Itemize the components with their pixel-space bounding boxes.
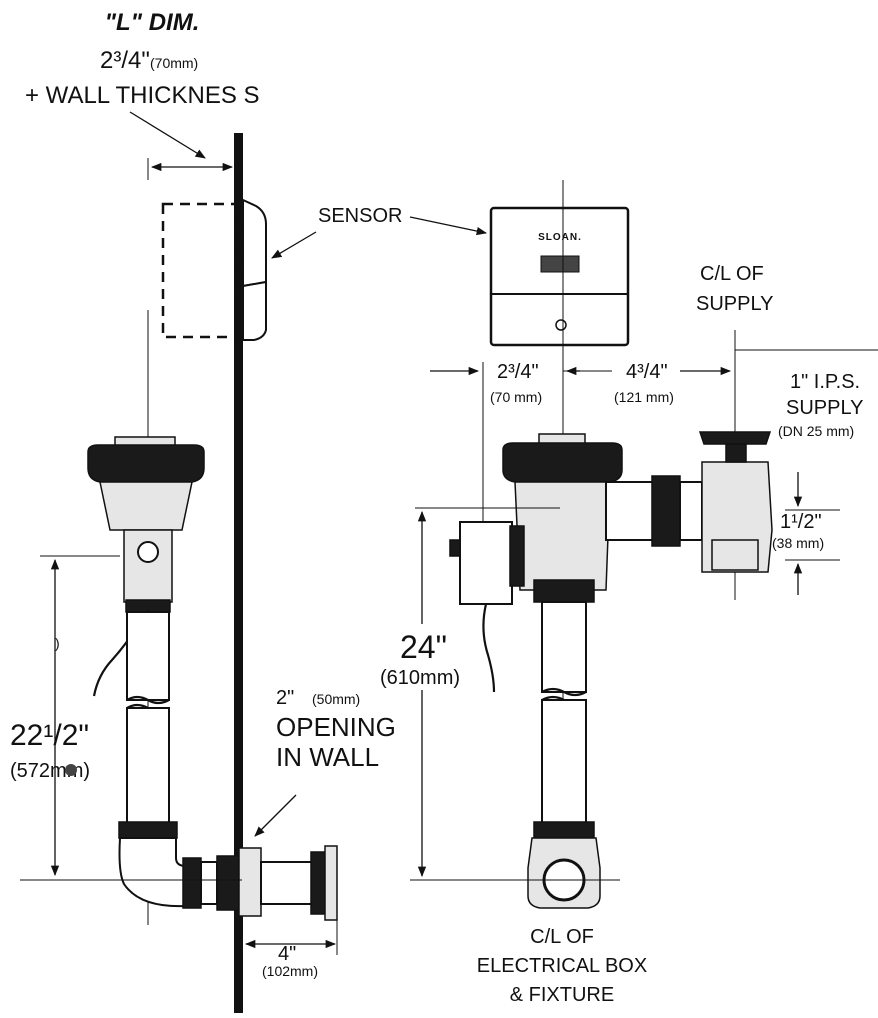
control-stop-nut <box>651 475 681 547</box>
pipe-seg-2 <box>260 861 314 905</box>
handwheel <box>698 431 772 445</box>
control-stop-base <box>711 539 759 571</box>
control-stop-coupler <box>679 481 703 541</box>
dot-mark <box>65 764 77 776</box>
front-wire <box>482 603 496 693</box>
ldim-value: 2³/4" <box>100 47 150 74</box>
valve-body <box>99 481 193 531</box>
elbow-nut <box>118 821 178 839</box>
front-tube-break-1 <box>541 687 587 697</box>
dim-234-mm: (70 mm) <box>490 389 542 405</box>
nut-1 <box>182 857 202 909</box>
front-tube-upper <box>541 601 587 693</box>
dim-112-mm: (38 mm) <box>772 535 824 551</box>
front-valve-body <box>514 481 611 591</box>
solenoid-housing <box>123 529 173 603</box>
ips-label-1: 1" I.P.S. <box>790 371 860 393</box>
sensor-faceplate <box>489 206 630 347</box>
cl-box-3: & FIXTURE <box>510 984 614 1006</box>
sensor-leader-side <box>271 231 317 259</box>
dim-234-label: 2³/4" <box>497 361 539 383</box>
sensor-label: SENSOR <box>318 205 402 227</box>
opening-leader <box>254 794 297 837</box>
front-solenoid <box>459 521 513 605</box>
dim-4-label: 4" <box>278 943 296 965</box>
nut-3 <box>310 851 326 915</box>
opening-label-2: IN WALL <box>276 742 379 772</box>
ldim-leader <box>129 111 206 159</box>
sensor-side-upper <box>242 198 267 288</box>
opening-mm: (50mm) <box>312 691 360 707</box>
valve-cover <box>87 444 205 483</box>
opening-dim: 2" <box>276 687 294 709</box>
dim-434-label: 4³/4" <box>626 361 668 383</box>
ips-label-2: SUPPLY <box>786 397 863 419</box>
dim-24-label: 24" <box>400 629 447 665</box>
cl-supply-2: SUPPLY <box>696 293 773 315</box>
front-solenoid-nut <box>509 525 525 587</box>
spud-flange <box>324 845 338 921</box>
dim-2212-mm: (572mm) <box>10 760 90 782</box>
elbow <box>118 837 187 908</box>
solenoid-connector <box>137 541 159 563</box>
ldim-title: "L" DIM. <box>105 9 200 36</box>
nut-2 <box>216 855 240 911</box>
front-view: SLOAN. SENSOR C/L OF SUPPLY 2³/4" (70 mm… <box>318 180 878 1006</box>
wall-escutcheon <box>238 847 262 917</box>
dim-434-mm: (121 mm) <box>614 389 674 405</box>
wall-box-outline <box>161 202 241 339</box>
paren-mark: ) <box>55 635 60 651</box>
wall-thickness-label: + WALL THICKNES S <box>25 82 260 109</box>
handwheel-stem <box>725 443 747 463</box>
sensor-window <box>540 255 580 273</box>
front-tube-nut <box>533 579 595 603</box>
front-spud-nut <box>533 821 595 839</box>
ips-mm: (DN 25 mm) <box>778 423 854 439</box>
sensor-leader-front <box>409 216 488 236</box>
front-tube-lower <box>541 699 587 825</box>
cl-supply-1: C/L OF <box>700 263 764 285</box>
flush-tube-lower <box>126 707 170 825</box>
front-solenoid-cap <box>449 539 461 557</box>
dim-4-mm: (102mm) <box>262 963 318 979</box>
front-valve-cover <box>502 442 623 483</box>
sensor-brand: SLOAN. <box>538 232 582 243</box>
cl-box-2: ELECTRICAL BOX <box>477 955 647 977</box>
dim-112-label: 1¹/2" <box>780 511 822 533</box>
wall <box>234 133 243 1013</box>
tube-break-1 <box>126 695 170 705</box>
override-button-icon <box>555 319 567 331</box>
side-view: ) 22¹/2" (572mm) "L" DIM. 2³/4" (70mm) +… <box>10 9 396 1013</box>
opening-label-1: OPENING <box>276 712 396 742</box>
dim-24-mm: (610mm) <box>380 667 460 689</box>
cl-box-1: C/L OF <box>530 926 594 948</box>
control-stop-pipe <box>605 481 655 541</box>
dim-2212-label: 22¹/2" <box>10 719 89 752</box>
sensor-side-lower <box>242 280 267 341</box>
ldim-mm: (70mm) <box>150 55 198 71</box>
flush-tube-upper <box>126 611 170 701</box>
pipe-seg-1 <box>200 861 218 905</box>
